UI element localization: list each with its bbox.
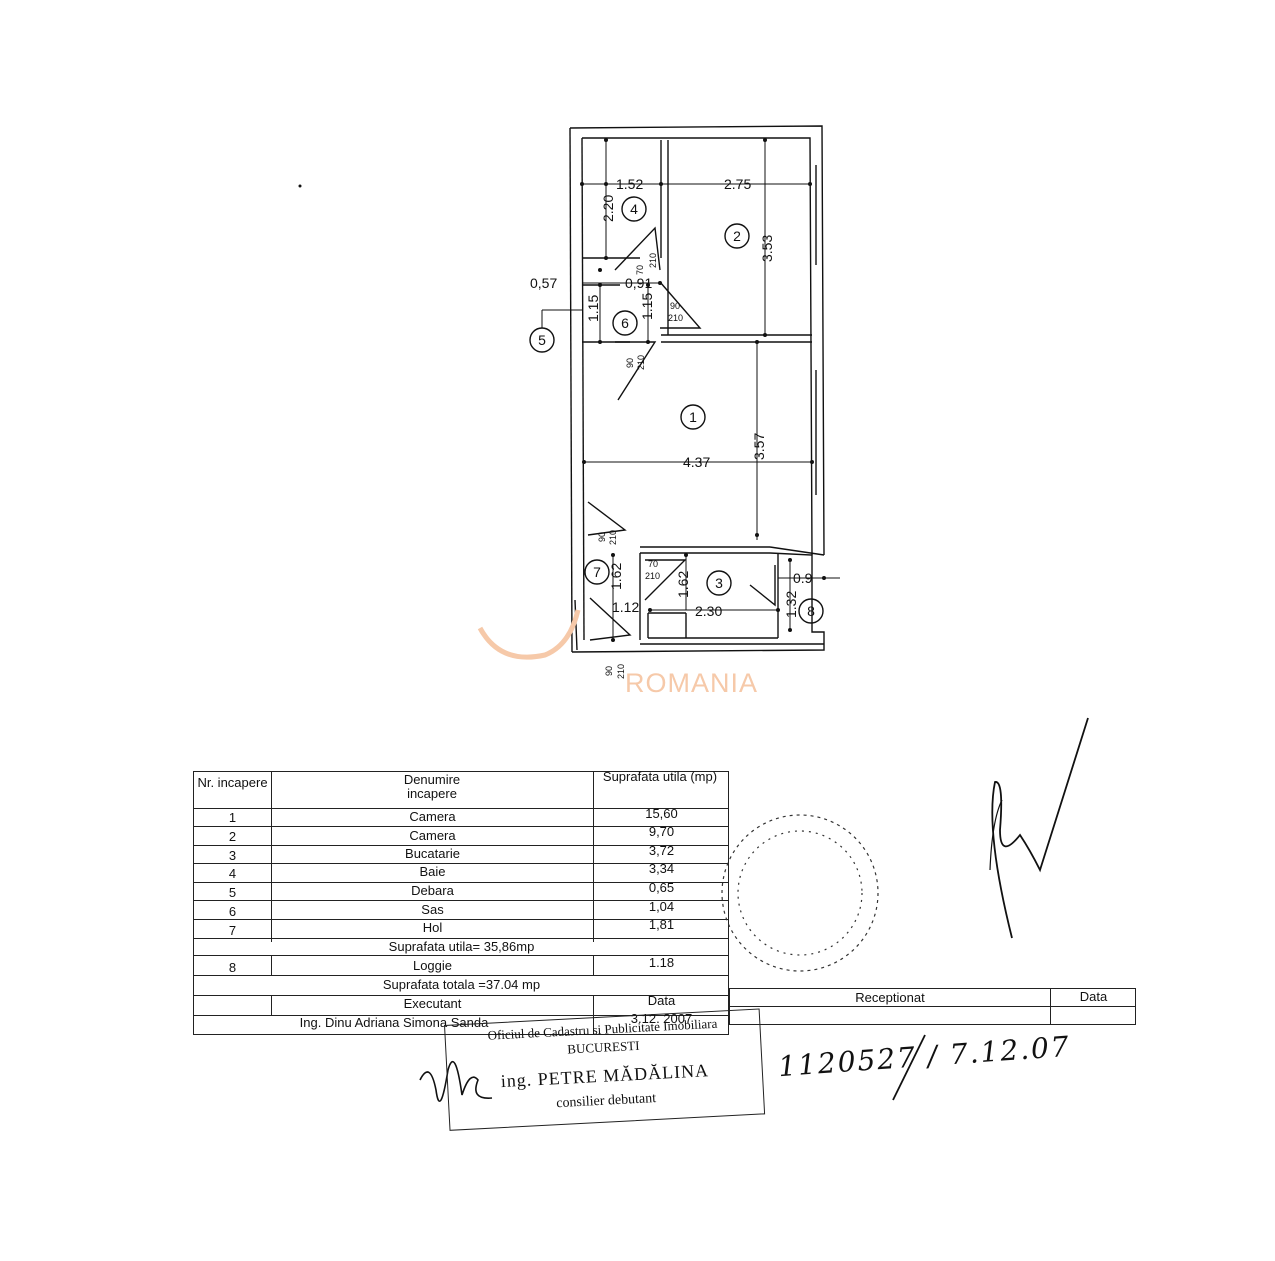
table-frame [193,771,729,1035]
door-swing [615,341,657,401]
dimension-label: 2.30 [695,603,722,619]
dimension-label: 1.62 [675,571,691,598]
watermark-text: ROMANIA [625,668,759,698]
room-number: 6 [621,315,629,331]
room-number: 8 [807,603,815,619]
row-nr: 4 [228,866,237,881]
dimension-label: 1.15 [639,293,655,320]
row-area: 1,04 [648,899,675,914]
dimension-label: 2.75 [724,176,751,192]
executant-date: 3.12. 2007 [630,1011,693,1026]
row-name: Loggie [412,958,453,973]
row-name: Hol [422,920,443,935]
row-area: 9,70 [648,824,675,839]
door-tag: 90 [604,666,614,676]
header-suprafata: Suprafata utila (mp) [602,769,718,784]
row-name: Bucatarie [405,846,460,861]
room-circle [724,223,750,249]
row-name: Sas [421,902,444,917]
outer-wall [569,125,825,556]
dimension-label: 3.57 [751,433,767,460]
dimension-label: 4.37 [683,454,710,470]
row-nr: 6 [228,904,237,919]
row-name: Camera [409,809,456,824]
door-swing [614,226,661,271]
room-circle [680,404,706,430]
door-swing [644,559,687,601]
door-tag: 210 [636,355,646,370]
door-swing [659,281,702,329]
door-swing [749,565,776,607]
door-tag: 70 [635,265,645,275]
row-area: 0,65 [648,880,675,895]
dimension-label: 3.53 [759,235,775,262]
dimension-label: 0.9 [793,570,813,586]
row-nr: 7 [228,923,237,938]
door-tag: 210 [648,253,658,268]
row-nr: 5 [228,885,237,900]
outer-wall [569,127,573,653]
row-name: Baie [419,864,446,879]
door-tag: 210 [616,664,626,679]
door-tag: 90 [597,532,607,542]
row-area: 3,34 [648,861,675,876]
door-swing [587,501,627,536]
room-number: 7 [593,564,601,580]
dimension-label: 1.32 [783,591,799,618]
dimension-label: 1.12 [612,599,639,615]
door-tag: 210 [668,313,683,323]
row-area: 3,72 [648,843,675,858]
row-area: 15,60 [645,806,678,821]
floor-plan: 1 2 3 4 5 6 7 8 1.52 2.75 2.20 3.53 0,57… [298,125,840,679]
row-area: 1.18 [648,955,675,970]
room-circle [584,559,610,585]
util-total: Suprafata utila= 35,86mp [388,939,535,954]
dimension-label: 1.62 [608,563,624,590]
row-area: 1,81 [648,917,675,932]
room-number: 5 [538,332,546,348]
door-tag: 210 [645,571,660,581]
row-nr: 8 [228,960,237,975]
header-nr: Nr. incapere [197,775,268,790]
receptionat-data-label: Data [1079,989,1108,1004]
round-seal [721,814,879,972]
room-number: 4 [630,201,638,217]
data-label: Data [647,993,676,1008]
dimension-label: 0,57 [530,275,557,291]
door-tag: 210 [608,530,618,545]
executant-name: Ing. Dinu Adriana Simona Sanda [299,1015,489,1030]
stamp-signature-icon [419,1060,493,1103]
door-tag: 70 [648,559,658,569]
header-denumire: Denumire incapere [403,772,461,801]
row-nr: 1 [228,810,237,825]
dimension-label: 0,91 [625,275,652,291]
watermark-swoosh [477,609,581,660]
row-name: Debara [411,883,454,898]
executant-label: Executant [403,996,462,1011]
room-circle [529,327,555,353]
row-nr: 3 [228,848,237,863]
room-circle [621,196,647,222]
room-circle [706,570,732,596]
room-circle [612,310,638,336]
total-area: Suprafata totala =37.04 mp [382,977,541,992]
row-name: Camera [409,828,456,843]
dimension-label: 2.20 [600,195,616,222]
receptionat-label: Receptionat [855,990,925,1005]
room-number: 2 [733,228,741,244]
room-number: 1 [689,409,697,425]
door-swing [589,597,632,641]
door-tag: 90 [670,301,680,311]
row-nr: 2 [228,829,237,844]
dimension-label: 1.15 [585,295,601,322]
outer-wall [581,137,585,641]
office-stamp: Oficiul de Cadastru si Publicitate Imobi… [444,1008,766,1131]
signature-icon [991,717,1089,939]
room-circle [798,598,824,624]
door-tag: 90 [625,358,635,368]
outer-wall [582,137,813,556]
room-number: 3 [715,575,723,591]
dimension-label: 1.52 [616,176,643,192]
